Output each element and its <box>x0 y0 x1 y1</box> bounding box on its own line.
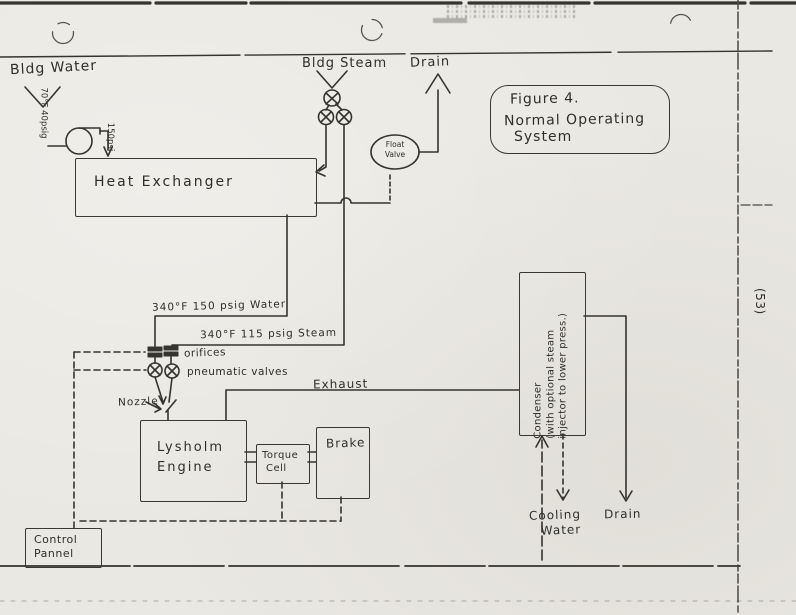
control-panel-box <box>25 528 102 568</box>
condenser-label: Condenser (with optional steam injector … <box>532 269 570 439</box>
control-panel-label-line1: Control <box>34 533 78 546</box>
lysholm-engine-label-line1: Lysholm <box>157 440 224 455</box>
hot-water-line <box>154 214 288 347</box>
figure-label-box <box>490 85 670 154</box>
torque-cell-label-line2: Cell <box>266 463 287 474</box>
shaft-coupling-lines <box>244 451 317 463</box>
heat-exchanger-label: Heat Exchanger <box>94 174 234 190</box>
float-valve-label-line2: Valve <box>384 150 406 159</box>
steam-valve-icon <box>317 89 353 126</box>
orifices-label: orifices <box>183 346 227 360</box>
torque-cell-label-line1: Torque <box>262 450 299 461</box>
pump-inlet-conditions-label: 70°F 40psig <box>38 87 49 139</box>
figure-title-line2: System <box>514 129 573 145</box>
drain-top-line <box>418 73 451 153</box>
stamp-smudge <box>433 18 467 23</box>
brake-label: Brake <box>325 435 366 451</box>
stamp-line <box>447 10 575 13</box>
float-valve-label-line1: Float <box>385 140 405 149</box>
page-number: (53) <box>753 288 767 315</box>
control-signal-lines <box>73 351 342 529</box>
pneumatic-valve-icon <box>147 362 180 379</box>
cooling-water-lines <box>535 433 570 561</box>
orifice-icon <box>147 345 179 365</box>
exhaust-label: Exhaust <box>312 376 369 392</box>
pump-icon <box>47 127 113 157</box>
bldg-steam-label: Bldg Steam <box>302 56 388 71</box>
condenser-box <box>519 272 586 436</box>
lysholm-engine-box <box>140 420 247 502</box>
bldg-water-arrow <box>24 86 61 108</box>
figure-number: Figure 4. <box>509 90 580 108</box>
steam-to-heat-exchanger-line <box>315 124 327 177</box>
cooling-water-label-line2: Water <box>540 522 582 538</box>
drain-bottom-line <box>583 315 633 502</box>
nozzle-label: Nozzle <box>117 395 159 409</box>
torque-cell-box <box>256 444 310 484</box>
exhaust-line <box>225 389 520 421</box>
punch-hole <box>51 13 693 45</box>
lysholm-engine-label-line2: Engine <box>157 460 214 475</box>
bottom-border-line <box>0 565 796 602</box>
pump-outlet-pressure-label: 150psi <box>105 122 116 152</box>
header-rule-line <box>0 50 773 58</box>
right-margin-fold-line <box>737 0 773 615</box>
stamp-line <box>447 5 575 8</box>
condensate-line <box>314 171 391 204</box>
bldg-steam-arrow <box>316 70 348 89</box>
heat-exchanger-box <box>75 158 317 217</box>
drain-top-label: Drain <box>409 54 451 71</box>
faint-stamp <box>433 5 575 27</box>
brake-box <box>316 427 370 499</box>
stamp-line <box>447 15 575 18</box>
condenser-label-line3: injector to lower press.) <box>557 312 569 439</box>
nozzle-feed-lines <box>145 376 177 421</box>
steam-line-label: 340°F 115 psig Steam <box>199 326 338 342</box>
cooling-water-label-line1: Cooling <box>528 507 582 523</box>
pneumatic-valves-label: pneumatic valves <box>187 366 288 378</box>
control-panel-label-line2: Pannel <box>34 547 74 560</box>
condenser-label-line2: (with optional steam <box>544 329 556 439</box>
condenser-label-line1: Condenser <box>532 382 544 439</box>
drain-bottom-label: Drain <box>603 506 642 522</box>
figure-title-line1: Normal Operating <box>503 110 646 130</box>
